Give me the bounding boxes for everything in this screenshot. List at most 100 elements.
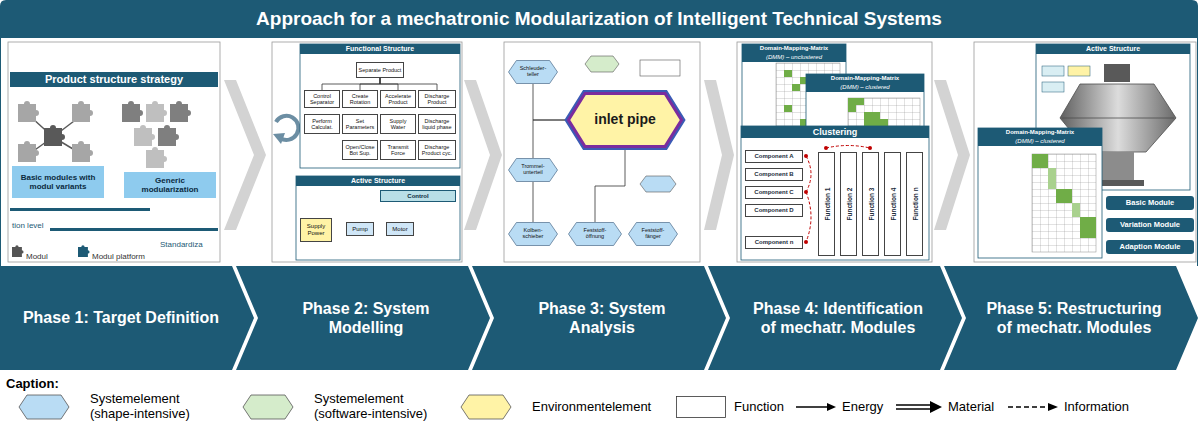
phase-chevron-text: Phase 2: System Modelling xyxy=(272,299,460,337)
component-box: Component D xyxy=(745,204,803,217)
puzzle-piece xyxy=(44,125,65,146)
system-element-hexagon: Feststoff-fänger xyxy=(628,222,678,246)
icon-label: Modul platform xyxy=(92,252,145,261)
separator-chevron xyxy=(464,80,502,230)
legend-text: Function xyxy=(734,400,784,415)
matrix-panel xyxy=(978,128,1102,258)
system-block-text: Motor xyxy=(388,226,412,233)
puzzle-piece xyxy=(72,101,93,122)
phase-chevron-text: Phase 4: Identification of mechatr. Modu… xyxy=(744,299,932,337)
matrix-grid xyxy=(1032,154,1096,252)
swatch-head xyxy=(827,403,836,411)
module-band-text: Variation Module xyxy=(1109,221,1191,229)
hexagon-shape xyxy=(568,222,622,246)
legend-swatch xyxy=(242,394,294,420)
chevron-fill xyxy=(236,266,490,370)
hexagon-shape xyxy=(508,222,558,246)
function-column-text: Function n xyxy=(911,187,918,220)
separator-chevron xyxy=(224,80,266,230)
chevron-fill xyxy=(472,266,726,370)
system-element-hexagon-text: Feststoff-öffnung xyxy=(576,228,614,240)
label-slot: Modul platform xyxy=(92,245,145,263)
legend-entry: Environmentelement xyxy=(460,390,651,424)
legend-entry: Information xyxy=(1008,390,1129,424)
label-slot: Caption: xyxy=(6,374,59,392)
chevron-shape xyxy=(0,266,254,370)
environment-element xyxy=(640,60,680,76)
function-box-text: Open/Close Bot Sup. xyxy=(344,144,376,156)
level-label: tion level xyxy=(12,221,44,230)
thumbnail-sheet xyxy=(272,42,462,262)
function-box-text: Discharge liquid phase xyxy=(420,118,454,130)
mini-block xyxy=(1042,82,1064,92)
chevron-fill xyxy=(944,266,1198,370)
system-element-hexagon-text: Feststoff-fänger xyxy=(636,228,670,240)
supply-block: Supply Power xyxy=(300,218,332,242)
phase-chevron-text: Phase 3: System Analysis xyxy=(508,299,696,337)
phase-chevron: Phase 3: System Analysis xyxy=(472,266,726,370)
structure-panel: Functional StructureSeparate ProductCont… xyxy=(300,44,460,168)
function-column-text: Function 4 xyxy=(889,188,896,221)
function-column: Function 3 xyxy=(862,152,879,256)
swatch-hexagon xyxy=(243,395,293,419)
matrix-cell xyxy=(1080,217,1096,238)
component-box: Component C xyxy=(745,186,803,199)
function-box: Create Rotation xyxy=(342,90,378,108)
level-bar xyxy=(50,228,218,231)
strategy-box: Basic modules with modul variants xyxy=(12,166,104,198)
phase-chevron: Phase 5: Restructuring of mechatr. Modul… xyxy=(944,266,1198,370)
legend-text: Information xyxy=(1064,400,1129,415)
function-box-text: Separate Product xyxy=(358,67,402,73)
legend-text: Energy xyxy=(842,400,883,415)
component-box-text: Component A xyxy=(747,153,801,160)
label-slot: tion level xyxy=(12,214,44,232)
thumbnail-sheet xyxy=(8,42,220,262)
function-box: Discharge Product cyc. xyxy=(418,140,456,160)
structure-panel-text: Product structure strategy xyxy=(10,72,218,87)
connector-line xyxy=(360,78,380,90)
matrix-cell xyxy=(792,84,800,91)
system-element-hexagon: Trommel-unterteil xyxy=(508,158,558,182)
icon-label: Modul xyxy=(26,252,48,261)
cluster-dot xyxy=(804,190,808,194)
chevron-fill xyxy=(708,266,962,370)
hexagon-outer-ring xyxy=(569,94,682,147)
function-box-text: Discharge Product cyc. xyxy=(420,144,454,156)
puzzle-piece xyxy=(72,141,93,162)
legend-swatch xyxy=(896,401,942,413)
matrix-cell xyxy=(784,70,792,77)
puzzle-piece xyxy=(158,125,179,146)
modul-icon xyxy=(12,245,24,257)
matrix-cells xyxy=(1032,154,1096,238)
component-box: Component n xyxy=(745,236,803,249)
function-box: Supply Water xyxy=(380,114,416,134)
legend-swatch xyxy=(18,394,70,420)
structure-panel-text: Active Structure xyxy=(1036,44,1190,54)
frame-line xyxy=(0,38,1,266)
hexagon-outline xyxy=(629,223,678,246)
puzzle-piece xyxy=(170,101,191,122)
structure-panel-text: Active Structure xyxy=(296,176,460,186)
cycle-arrowhead xyxy=(273,133,285,144)
chevron-shape xyxy=(944,266,1198,370)
cluster-dot xyxy=(868,146,872,150)
function-column-text: Function 2 xyxy=(845,188,852,221)
function-box: Transmit Force xyxy=(380,140,416,160)
hexagon-outline xyxy=(509,223,558,246)
function-box: Accelerate Product xyxy=(380,90,416,108)
function-column: Function 4 xyxy=(884,152,901,256)
module-band: Adaption Module xyxy=(1106,240,1194,254)
system-element-hexagon-text: Kolben-schieber xyxy=(516,228,550,240)
strategy-box-text: Basic modules with modul variants xyxy=(15,173,101,191)
function-box: Separate Product xyxy=(356,62,404,78)
matrix-panel xyxy=(806,74,924,134)
thumbnail-sheet xyxy=(504,42,700,262)
strategy-box-text: Generic modularization xyxy=(127,176,213,194)
matrix-cell xyxy=(1032,154,1048,168)
structure-panel-text: Domain-Mapping-Matrix xyxy=(978,128,1102,137)
phase-chevron: Phase 1: Target Definition xyxy=(0,266,254,370)
swatch-hexagon xyxy=(461,395,511,419)
swatch-head xyxy=(1048,403,1058,411)
function-box: Control Separator xyxy=(304,90,340,108)
